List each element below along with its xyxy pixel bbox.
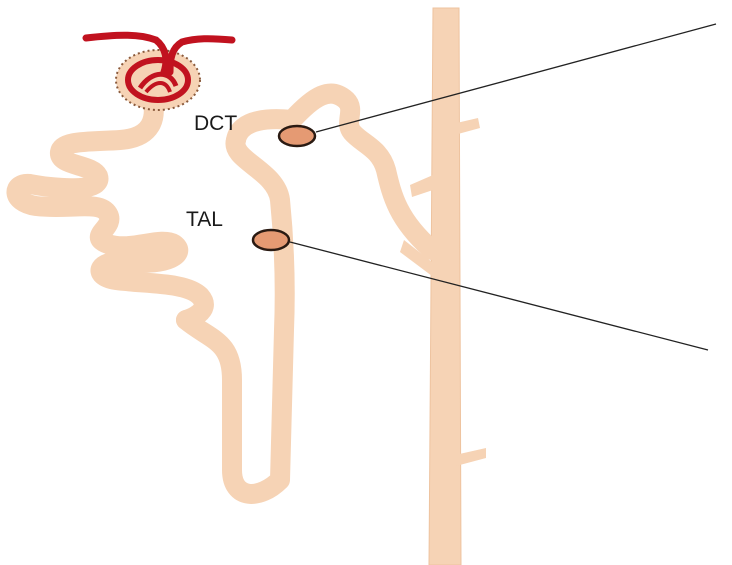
collecting-duct — [400, 8, 486, 565]
proximal-tubule — [16, 92, 203, 320]
dct-leader-line — [316, 24, 716, 132]
dct-marker — [279, 126, 315, 146]
tal-label: TAL — [186, 208, 223, 231]
tal-marker — [253, 230, 289, 250]
dct-label: DCT — [194, 112, 237, 135]
glomerulus — [116, 50, 200, 110]
tal-leader-line — [290, 242, 708, 350]
